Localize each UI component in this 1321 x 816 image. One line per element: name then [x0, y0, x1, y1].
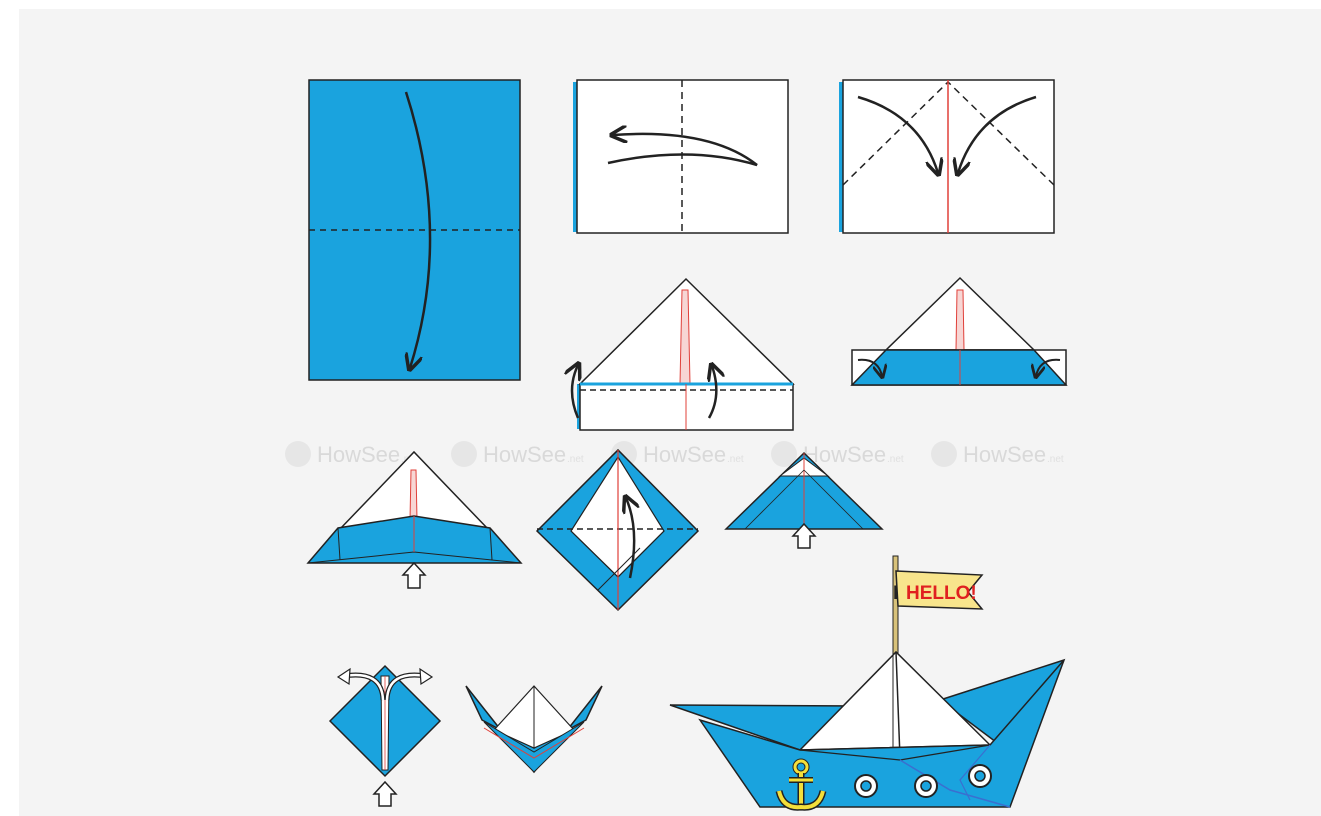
step-1: [308, 79, 521, 381]
push-arrow-icon: [401, 561, 427, 589]
step-2: [573, 79, 789, 234]
center-crease: [679, 289, 691, 385]
step-7: [535, 448, 700, 612]
fold-up-arrow-icon: [709, 366, 716, 419]
watermark-logo: HowSee.net: [771, 441, 904, 467]
step-6: [306, 450, 523, 589]
step-10: [465, 685, 603, 774]
step-3: [839, 79, 1055, 234]
tuck-arrow-icon: [1036, 358, 1061, 376]
watermark-logo: HowSee.net: [451, 441, 584, 467]
watermark-logo: HowSee.net: [285, 441, 418, 467]
watermark-text: HowSee: [803, 442, 886, 467]
center-crease: [955, 289, 965, 351]
fold-arrow-icon: [406, 91, 432, 368]
push-arrow-icon: [372, 780, 398, 807]
porthole-icon: [854, 774, 878, 798]
fold-arrow-icon: [857, 95, 938, 173]
step-4: [572, 277, 795, 431]
tuck-arrow-icon: [857, 358, 882, 376]
step-8: [724, 451, 884, 549]
watermark-suffix: .net: [727, 454, 744, 465]
step-9: [328, 664, 442, 807]
watermark-logo: HowSee.net: [611, 441, 744, 467]
fold-line: [947, 81, 1055, 186]
flag-text: HELLO!: [906, 583, 977, 604]
watermark-row: HowSee.netHowSee.netHowSee.netHowSee.net…: [285, 441, 1064, 467]
fold-arrow-icon: [626, 498, 634, 579]
flag-icon: I HELLO!: [893, 570, 984, 610]
watermark-suffix: .net: [567, 454, 584, 465]
paper-sheet: [308, 79, 521, 381]
paper-edge: [839, 82, 844, 232]
fold-line: [842, 81, 949, 186]
push-arrow-icon: [791, 522, 817, 549]
fold-arrow-icon: [958, 95, 1037, 173]
anchor-icon: [775, 758, 827, 811]
porthole-icon: [968, 764, 992, 788]
diagram-canvas: HowSee.netHowSee.netHowSee.netHowSee.net…: [19, 9, 1321, 816]
watermark-suffix: .net: [1047, 454, 1064, 465]
step-5: [850, 276, 1068, 386]
watermark-text: HowSee: [963, 442, 1046, 467]
watermark-logo: HowSee.net: [931, 441, 1064, 467]
watermark-text: HowSee: [483, 442, 566, 467]
fold-up-arrow-icon: [572, 365, 578, 419]
step-11-final-boat: I HELLO!: [669, 555, 1066, 811]
blue-band: [850, 349, 1068, 386]
flag-letter: I: [893, 583, 898, 604]
watermark-suffix: .net: [887, 454, 904, 465]
watermark-text: HowSee: [317, 442, 400, 467]
center-crease: [409, 469, 418, 521]
origami-boat-instructions: HowSee.netHowSee.netHowSee.netHowSee.net…: [285, 79, 1068, 811]
porthole-icon: [914, 774, 938, 798]
paper-edge: [573, 82, 578, 232]
watermark-text: HowSee: [643, 442, 726, 467]
fold-arrow-icon: [607, 134, 758, 167]
